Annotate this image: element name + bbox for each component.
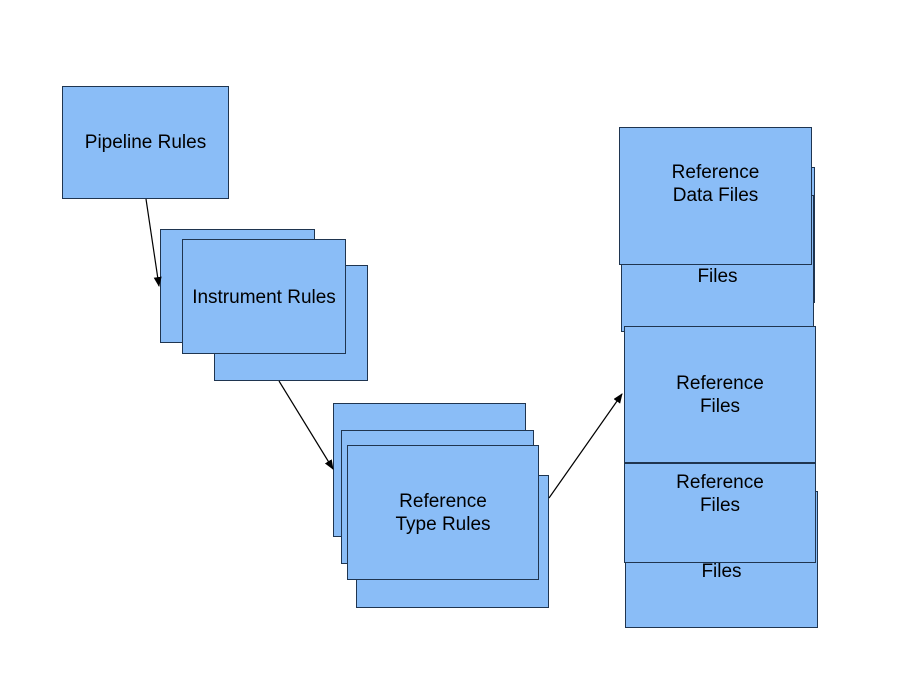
arrow-pipeline-to-instrument (145, 198, 162, 287)
arrow-instrument-to-reference-type (278, 380, 334, 470)
arrow-reference-type-to-files (548, 393, 623, 499)
reference-files-label-1: Reference Files (676, 373, 764, 417)
reference-data-files-box (619, 127, 812, 265)
reference-type-rules-label: Reference Type Rules (395, 491, 491, 535)
instrument-rules-box (182, 239, 346, 354)
reference-type-rules-box (347, 445, 539, 580)
files-label-1: Files (697, 266, 738, 287)
pipeline-rules-box (62, 86, 229, 199)
pipeline-rules-label: Pipeline Rules (84, 132, 207, 153)
instrument-rules-label: Instrument Rules (192, 287, 336, 308)
files-label-2: Files (701, 561, 742, 582)
reference-files-box-2 (624, 463, 816, 563)
reference-files-box-1 (624, 326, 816, 463)
reference-data-files-label: Reference Data Files (671, 162, 760, 206)
reference-files-label-2: Reference Files (676, 472, 764, 516)
